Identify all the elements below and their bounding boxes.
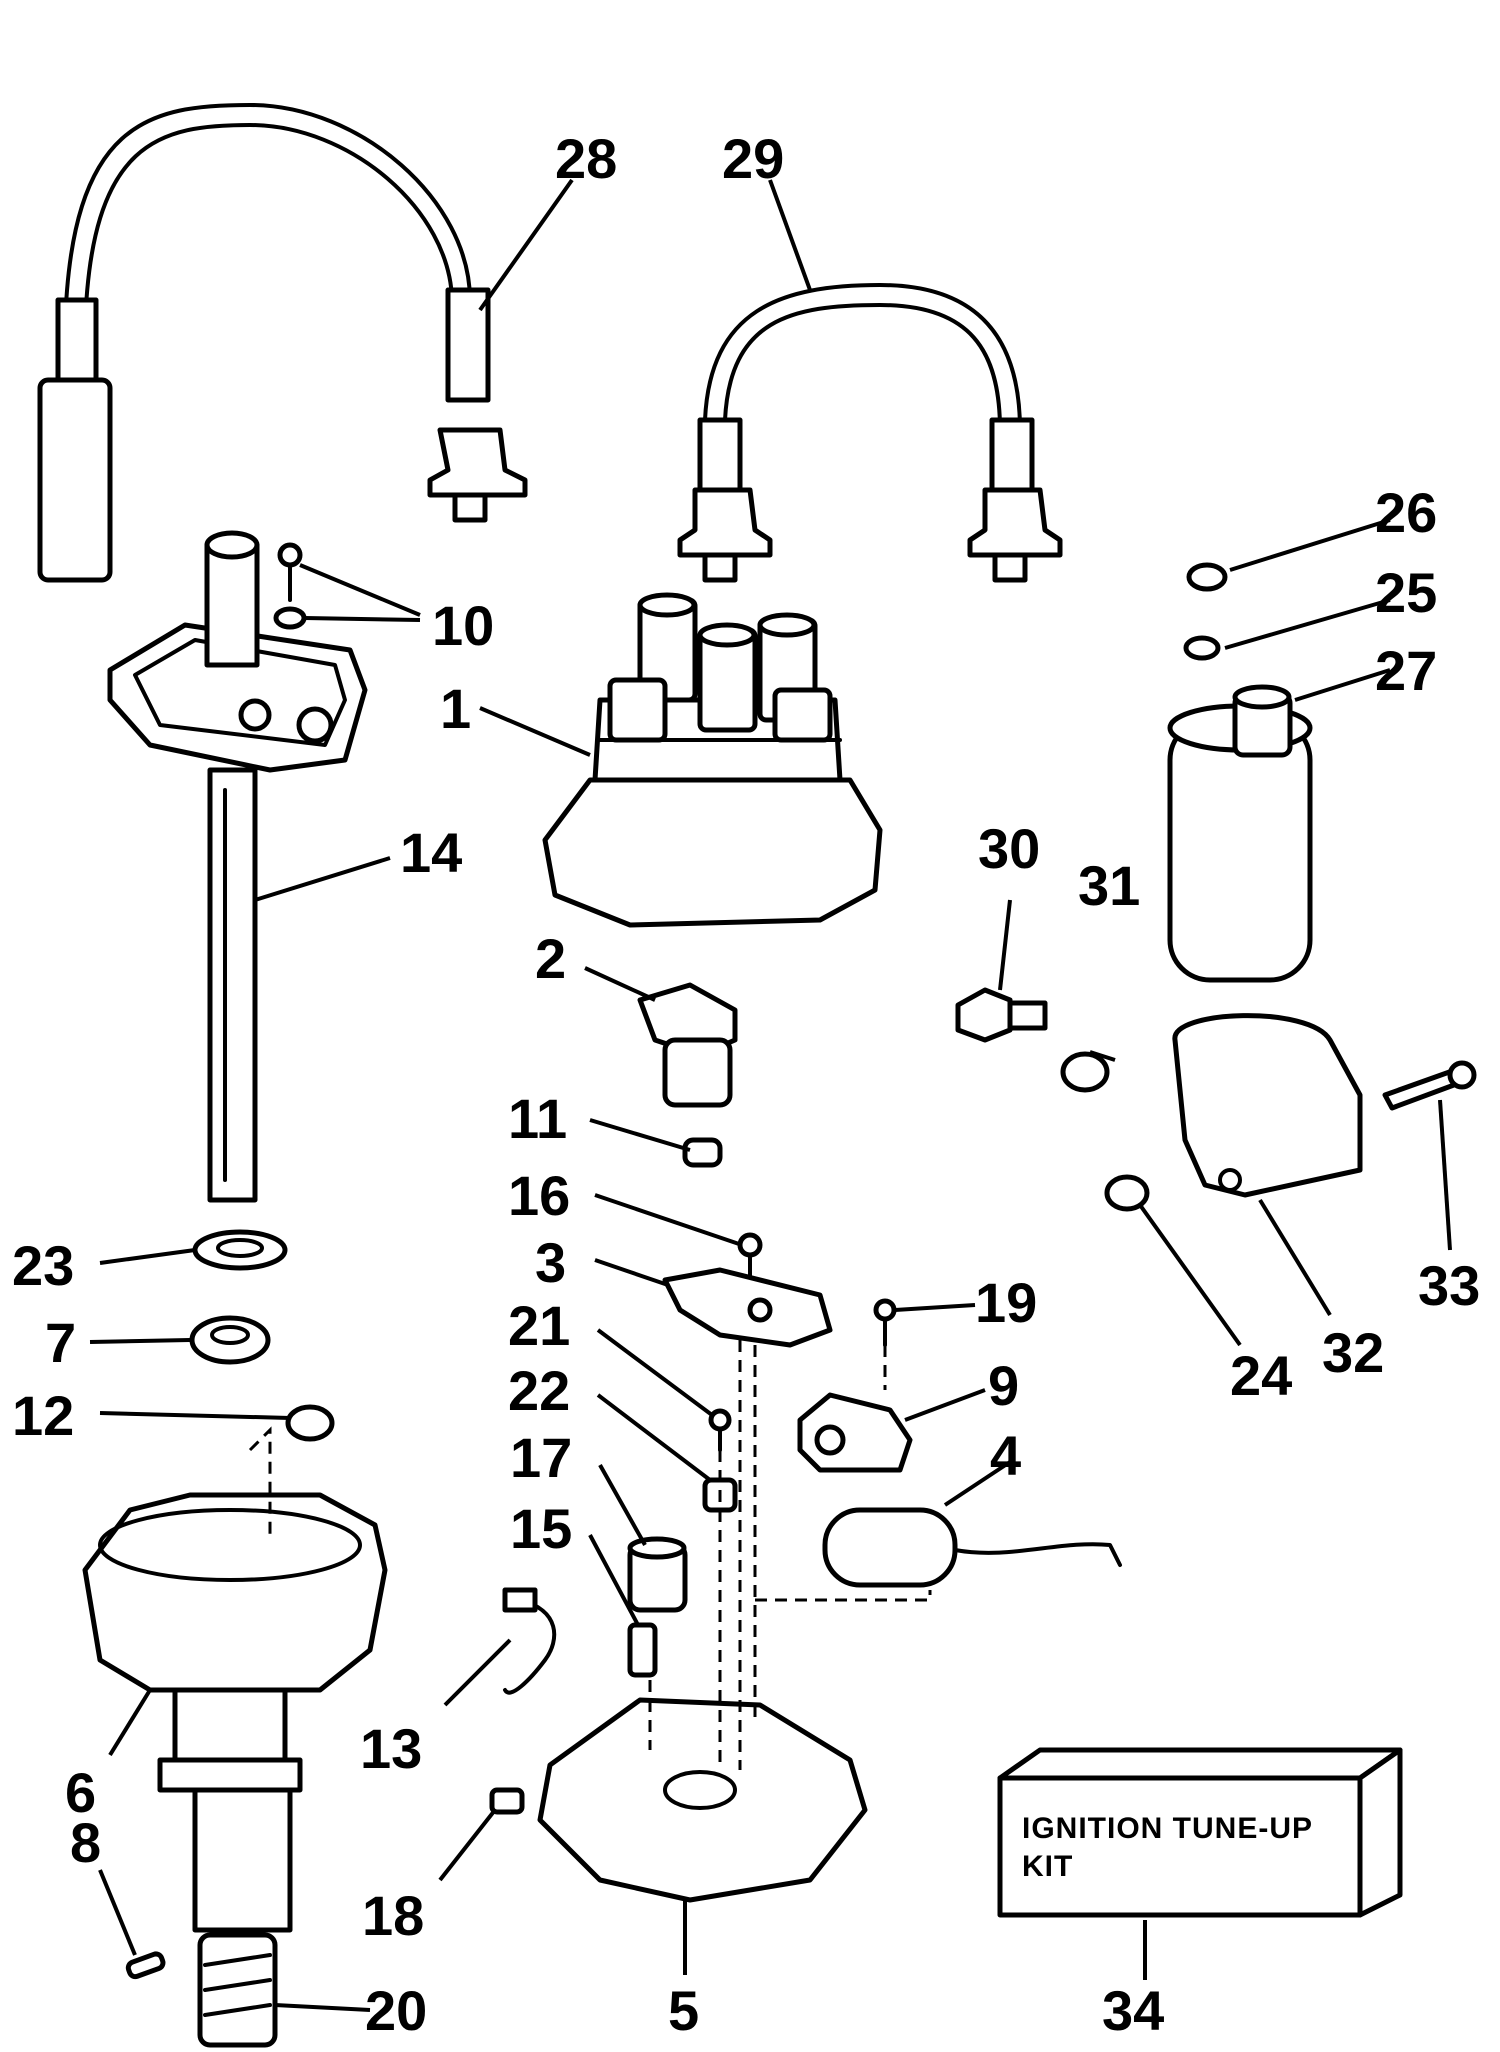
clamp-9 bbox=[797, 1392, 913, 1473]
callout-19: 19 bbox=[975, 1271, 1037, 1334]
callout-30: 30 bbox=[978, 817, 1040, 880]
breaker-points-3 bbox=[662, 1267, 833, 1348]
condenser-4 bbox=[822, 1507, 1122, 1588]
callout-7: 7 bbox=[45, 1311, 76, 1374]
callout-21: 21 bbox=[508, 1294, 570, 1357]
washer-23 bbox=[192, 1229, 288, 1271]
screw-33 bbox=[1382, 1060, 1477, 1111]
distributor-housing-6 bbox=[82, 1492, 388, 1933]
kit-label-line1: IGNITION TUNE-UP bbox=[1022, 1812, 1313, 1845]
washer-31 bbox=[1060, 1051, 1110, 1093]
callout-8: 8 bbox=[70, 1811, 101, 1874]
callout-26: 26 bbox=[1375, 481, 1437, 544]
washer-7 bbox=[189, 1315, 271, 1365]
bushing-17 bbox=[627, 1536, 688, 1613]
callout-31: 31 bbox=[1078, 854, 1140, 917]
callout-3: 3 bbox=[535, 1231, 566, 1294]
callout-11: 11 bbox=[508, 1087, 567, 1150]
rotor-2 bbox=[637, 982, 738, 1108]
callout-32: 32 bbox=[1322, 1321, 1384, 1384]
callout-17: 17 bbox=[510, 1426, 572, 1489]
ignition-tune-up-kit-box: IGNITION TUNE-UP KIT bbox=[997, 1747, 1403, 1918]
terminal-15 bbox=[627, 1622, 658, 1678]
spark-plug-wire-28 bbox=[37, 103, 528, 583]
callout-20: 20 bbox=[365, 1979, 427, 2042]
callout-18: 18 bbox=[362, 1884, 424, 1947]
callout-9: 9 bbox=[988, 1354, 1019, 1417]
callout-34: 34 bbox=[1102, 1979, 1164, 2042]
callout-27: 27 bbox=[1375, 639, 1437, 702]
leader-lines bbox=[89, 178, 1452, 2012]
pin-8 bbox=[125, 1951, 166, 1980]
felt-wick-11 bbox=[682, 1137, 723, 1168]
callout-33: 33 bbox=[1418, 1254, 1480, 1317]
callout-13: 13 bbox=[360, 1717, 422, 1780]
washer-25 bbox=[1183, 635, 1221, 661]
callout-25: 25 bbox=[1375, 561, 1437, 624]
screw-19 bbox=[873, 1298, 897, 1347]
callout-12: 12 bbox=[12, 1384, 74, 1447]
callout-28: 28 bbox=[555, 127, 617, 190]
callout-16: 16 bbox=[508, 1164, 570, 1227]
callout-1: 1 bbox=[440, 677, 471, 740]
callout-23: 23 bbox=[12, 1234, 74, 1297]
bracket-32 bbox=[1172, 1013, 1363, 1198]
ignition-coil-27 bbox=[1167, 684, 1313, 983]
bolt-30 bbox=[955, 987, 1048, 1043]
distributor-shaft-assembly bbox=[107, 530, 368, 1203]
terminal-18 bbox=[489, 1787, 525, 1815]
callout-6: 6 bbox=[65, 1761, 96, 1824]
callout-14: 14 bbox=[400, 821, 462, 884]
assembly-dashed-lines bbox=[248, 1340, 932, 1770]
callout-22: 22 bbox=[508, 1359, 570, 1422]
oiler-12 bbox=[285, 1404, 335, 1442]
callout-labels: 28 29 26 25 27 10 1 14 30 31 2 11 16 3 2… bbox=[12, 127, 1480, 2042]
callout-24: 24 bbox=[1230, 1344, 1292, 1407]
gear-20 bbox=[197, 1932, 278, 2048]
distributor-cap-1 bbox=[542, 592, 883, 928]
callout-2: 2 bbox=[535, 927, 566, 990]
nut-26 bbox=[1186, 562, 1228, 592]
spark-plug-wire-29 bbox=[677, 283, 1063, 583]
kit-label-line2: KIT bbox=[1022, 1850, 1073, 1883]
callout-29: 29 bbox=[722, 127, 784, 190]
screw-21 bbox=[708, 1408, 732, 1452]
breaker-plate-5 bbox=[537, 1697, 868, 1903]
callout-5: 5 bbox=[668, 1979, 699, 2042]
callout-15: 15 bbox=[510, 1497, 572, 1560]
nut-24 bbox=[1104, 1174, 1150, 1212]
callout-4: 4 bbox=[990, 1424, 1021, 1487]
callout-10: 10 bbox=[432, 594, 494, 657]
wire-lead-13 bbox=[502, 1587, 557, 1695]
